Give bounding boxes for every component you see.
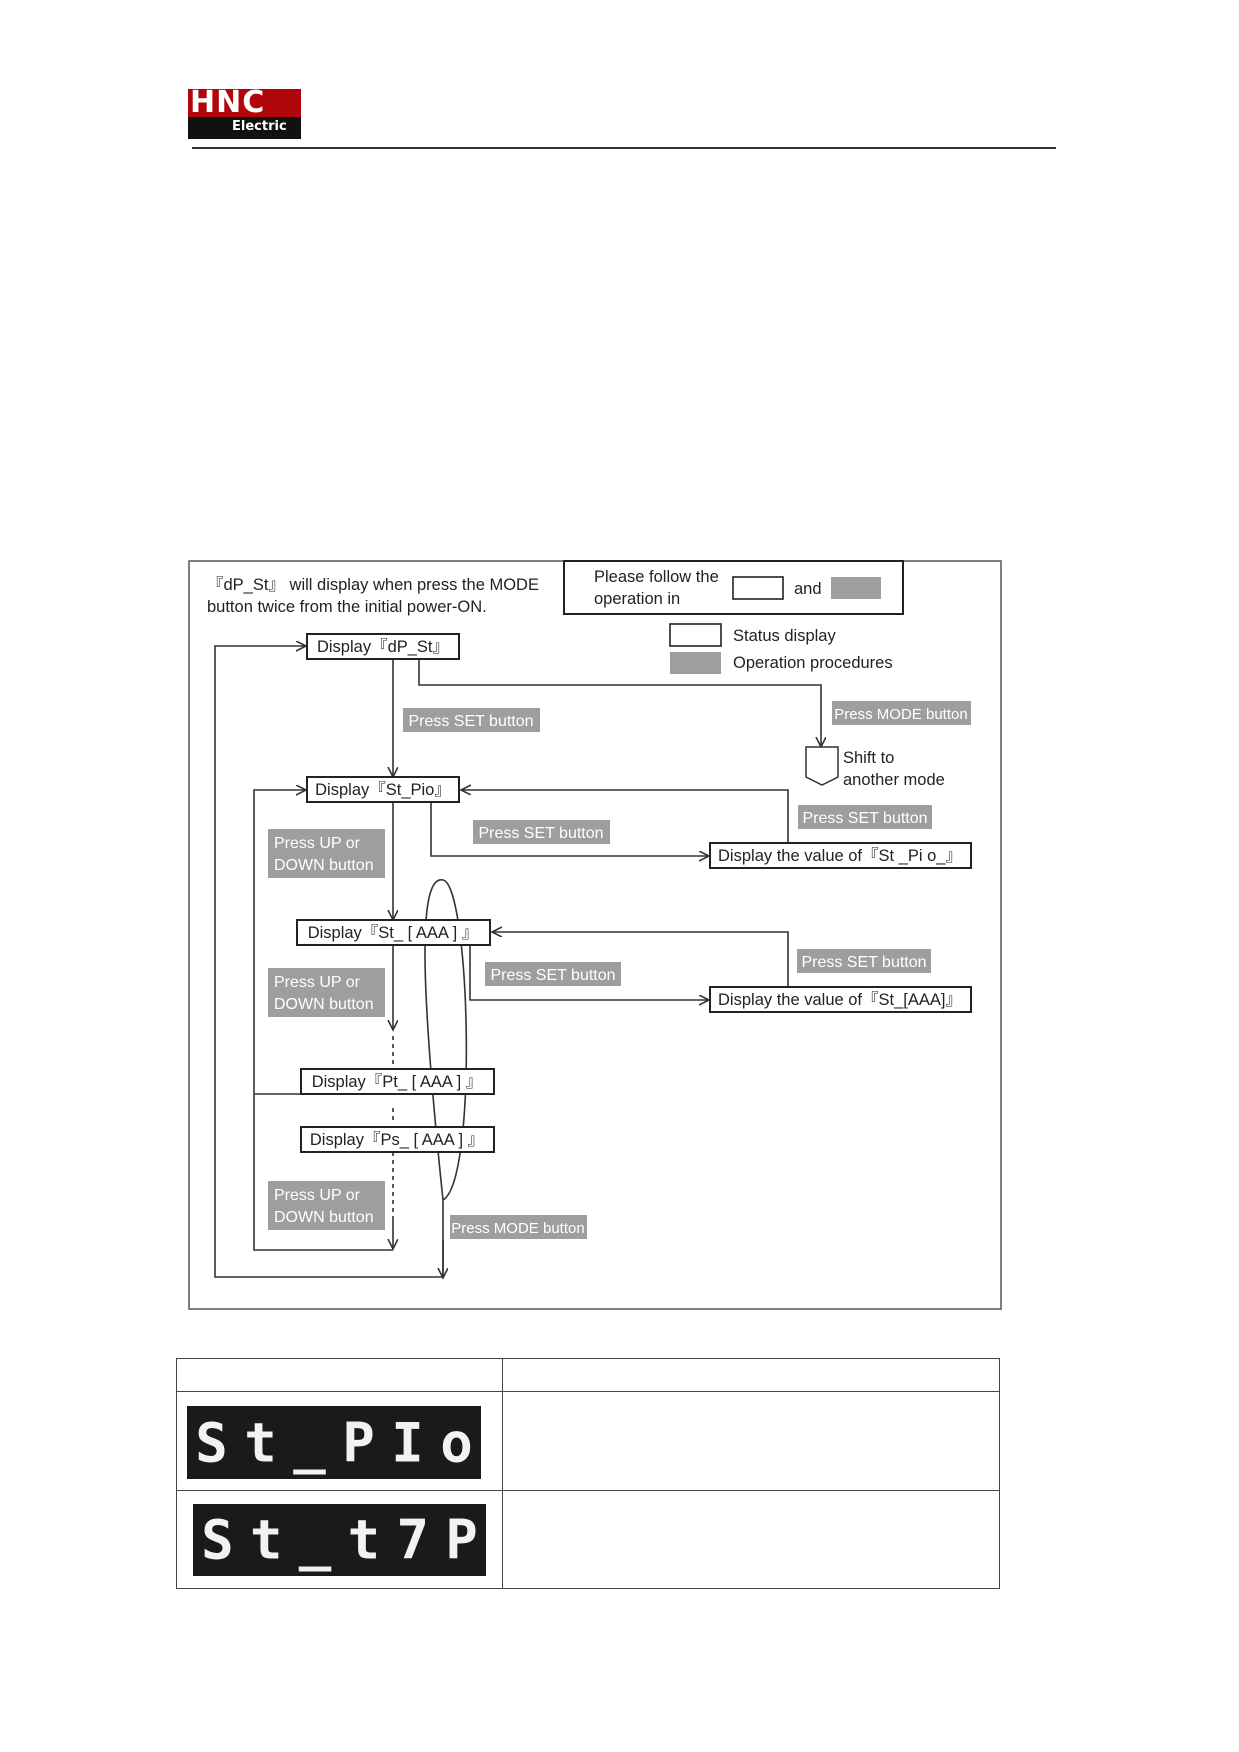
segment-char: o [440, 1411, 473, 1474]
segment-char: t [244, 1411, 277, 1474]
segment-char: P [445, 1508, 478, 1572]
legend-box-line-1: Please follow the [594, 568, 719, 586]
state-st-aaa-label: Display『St_ [ AAA ] 』 [308, 923, 479, 942]
segment-char: t [249, 1508, 283, 1572]
op-press-set-1: Press SET button [403, 708, 540, 732]
svg-text:Press SET button: Press SET button [478, 825, 603, 842]
svg-text:Press SET button: Press SET button [408, 713, 533, 730]
company-logo: HNC Electric [188, 85, 301, 139]
segment-char: t [347, 1508, 381, 1572]
svg-text:Press MODE button: Press MODE button [834, 706, 967, 723]
legend-status-display: Status display [733, 627, 836, 645]
state-ps-aaa: Display『Ps_ [ AAA ] 』 [300, 1126, 495, 1153]
state-dp-st-label: Display『dP_St』 [317, 637, 449, 656]
op-press-set-2: Press SET button [473, 820, 610, 844]
logo-brand-main: HNC [190, 85, 266, 120]
op-press-set-3: Press SET button [798, 805, 932, 829]
segment-char: _ [298, 1508, 332, 1572]
svg-text:DOWN button: DOWN button [274, 857, 374, 874]
svg-text:DOWN button: DOWN button [274, 996, 374, 1013]
segment-char: S [195, 1411, 228, 1474]
shift-line-2: another mode [843, 771, 945, 789]
segment-display-st-t7p: S t _ t 7 P [193, 1504, 486, 1576]
segment-char: P [342, 1411, 375, 1474]
table-row-rule [177, 1490, 999, 1491]
state-pt-aaa: Display『Pt_ [ AAA ] 』 [300, 1068, 495, 1095]
op-press-updown-2: Press UP or DOWN button [268, 968, 385, 1017]
legend-box-status-swatch [732, 576, 784, 600]
legend-status-swatch [669, 623, 722, 647]
op-press-mode-1: Press MODE button [832, 701, 971, 725]
svg-text:Press SET button: Press SET button [490, 967, 615, 984]
table-header-rule [177, 1391, 999, 1392]
op-press-mode-2: Press MODE button [450, 1215, 587, 1239]
shift-line-1: Shift to [843, 749, 894, 767]
state-ps-aaa-label: Display『Ps_ [ AAA ] 』 [310, 1130, 484, 1149]
op-press-updown-1: Press UP or DOWN button [268, 829, 385, 878]
state-dp-st: Display『dP_St』 [306, 633, 460, 660]
state-pt-aaa-label: Display『Pt_ [ AAA ] 』 [312, 1072, 483, 1091]
logo-red-band [188, 89, 301, 117]
op-press-updown-3: Press UP or DOWN button [268, 1181, 385, 1230]
table-column-divider [502, 1359, 503, 1588]
state-value-st-aaa-label: Display the value of『St_[AAA]』 [718, 990, 962, 1009]
legend-operation-procedures: Operation procedures [733, 654, 893, 672]
legend-box-and: and [794, 580, 822, 598]
intro-line-1: 『dP_St』 will display when press the MODE [207, 575, 539, 594]
svg-text:Press MODE button: Press MODE button [451, 1220, 584, 1237]
intro-line-2: button twice from the initial power-ON. [207, 598, 487, 616]
op-press-set-4: Press SET button [485, 962, 621, 986]
segment-char: 7 [396, 1508, 429, 1572]
svg-text:Press UP or: Press UP or [274, 974, 361, 991]
svg-text:Press UP or: Press UP or [274, 1187, 361, 1204]
svg-text:Press SET button: Press SET button [801, 954, 926, 971]
svg-text:Press UP or: Press UP or [274, 835, 361, 852]
segment-char: _ [293, 1411, 326, 1474]
header-divider [192, 147, 1056, 149]
display-table: S t _ P I o S t _ t 7 P [176, 1358, 1000, 1589]
op-press-set-5: Press SET button [797, 949, 931, 973]
logo-brand-sub: Electric [232, 119, 287, 134]
legend-box-line-2: operation in [594, 590, 680, 608]
shift-mode-connector-icon [805, 746, 839, 786]
state-st-pio-label: Display『St_Pio』 [315, 780, 451, 799]
state-value-st-pio: Display the value of『St _Pi o_』 [709, 842, 972, 869]
segment-display-chars-1: S t _ P I o [187, 1411, 481, 1474]
state-st-pio: Display『St_Pio』 [306, 776, 460, 803]
legend-box [563, 560, 904, 615]
svg-text:Press SET button: Press SET button [802, 810, 927, 827]
segment-char: S [201, 1508, 234, 1572]
legend-box-op-swatch [831, 577, 881, 599]
state-value-st-pio-label: Display the value of『St _Pi o_』 [718, 846, 962, 865]
state-value-st-aaa: Display the value of『St_[AAA]』 [709, 986, 972, 1013]
segment-display-chars-2: S t _ t 7 P [193, 1509, 486, 1572]
segment-char: I [391, 1411, 424, 1474]
segment-display-st-pio: S t _ P I o [187, 1406, 481, 1479]
svg-text:DOWN button: DOWN button [274, 1209, 374, 1226]
legend-op-swatch [670, 652, 721, 674]
state-st-aaa: Display『St_ [ AAA ] 』 [296, 919, 491, 946]
